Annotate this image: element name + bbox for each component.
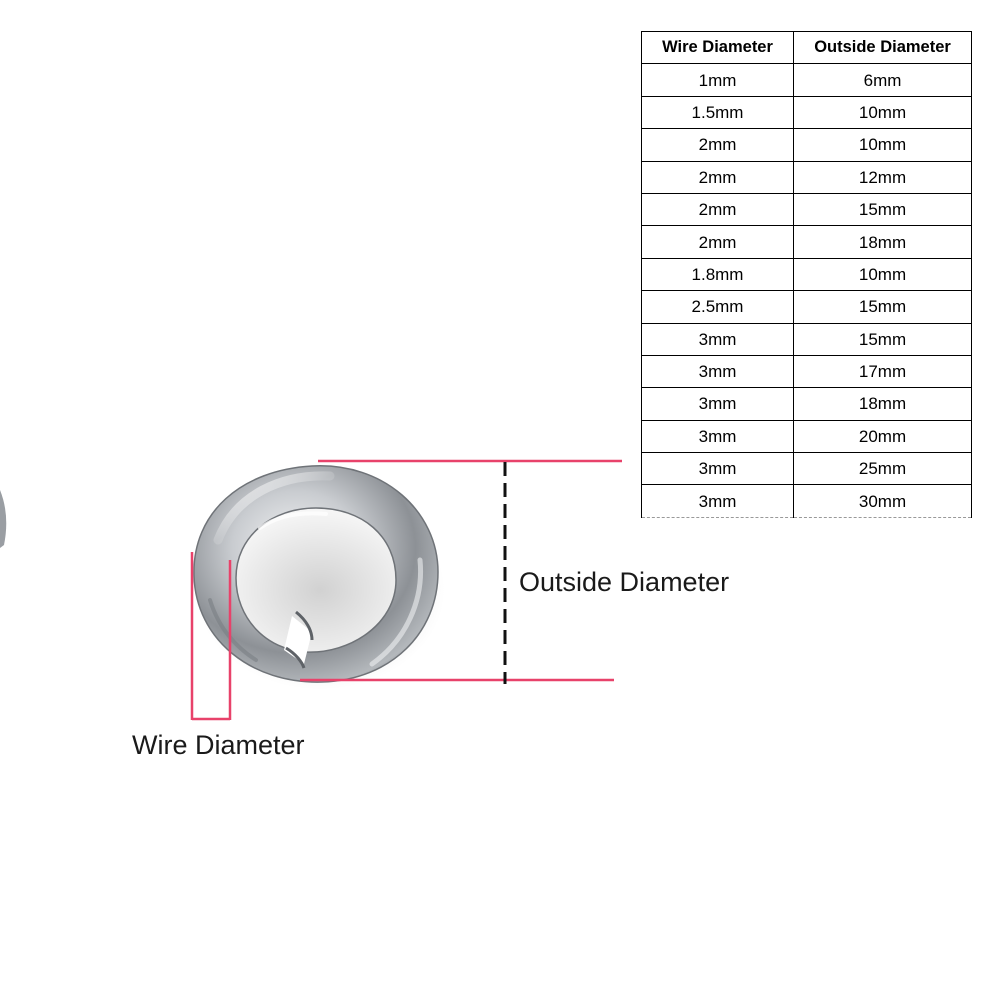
- wire-diameter-marker: [190, 552, 232, 721]
- wire-diameter-label: Wire Diameter: [132, 730, 305, 760]
- outside-diameter-cell: 18mm: [793, 225, 972, 259]
- column-header-outside-diameter: Outside Diameter: [793, 30, 972, 65]
- wire-diameter-cell: 2mm: [641, 160, 794, 194]
- wire-diameter-cell: 3mm: [641, 387, 794, 421]
- outside-diameter-cell: 18mm: [793, 387, 972, 421]
- wire-diameter-cell: 1.5mm: [641, 95, 794, 130]
- wire-diameter-cell: 2mm: [641, 225, 794, 259]
- outside-diameter-label: Outside Diameter: [519, 567, 730, 597]
- outside-diameter-cell: 17mm: [793, 354, 972, 389]
- wire-diameter-cell: 3mm: [641, 484, 794, 518]
- outside-diameter-cell: 10mm: [793, 257, 972, 292]
- outside-diameter-cell: 30mm: [793, 484, 972, 518]
- outside-diameter-cell: 10mm: [793, 128, 972, 162]
- outside-diameter-cell: 15mm: [793, 290, 972, 324]
- wire-diameter-cell: 2.5mm: [641, 290, 794, 324]
- wire-diameter-cell: 2mm: [641, 192, 794, 227]
- wire-diameter-cell: 3mm: [641, 354, 794, 389]
- split-ring: [193, 465, 439, 683]
- wire-diameter-cell: 3mm: [641, 452, 794, 486]
- ring-fragment: [0, 490, 7, 548]
- wire-diameter-cell: 2mm: [641, 128, 794, 162]
- wire-diameter-cell: 1.8mm: [641, 257, 794, 292]
- wire-diameter-cell: 3mm: [641, 322, 794, 356]
- outside-diameter-marker: [300, 459, 622, 684]
- outside-diameter-cell: 25mm: [793, 452, 972, 486]
- outside-diameter-cell: 6mm: [793, 63, 972, 97]
- table-header-row: Wire Diameter Outside Diameter: [641, 30, 972, 65]
- wire-diameter-cell: 1mm: [641, 63, 794, 97]
- wire-diameter-cell: 3mm: [641, 419, 794, 454]
- outside-diameter-cell: 15mm: [793, 192, 972, 227]
- outside-diameter-cell: 15mm: [793, 322, 972, 356]
- outside-diameter-cell: 10mm: [793, 95, 972, 130]
- column-header-wire-diameter: Wire Diameter: [641, 30, 794, 65]
- outside-diameter-cell: 20mm: [793, 419, 972, 454]
- outside-diameter-cell: 12mm: [793, 160, 972, 194]
